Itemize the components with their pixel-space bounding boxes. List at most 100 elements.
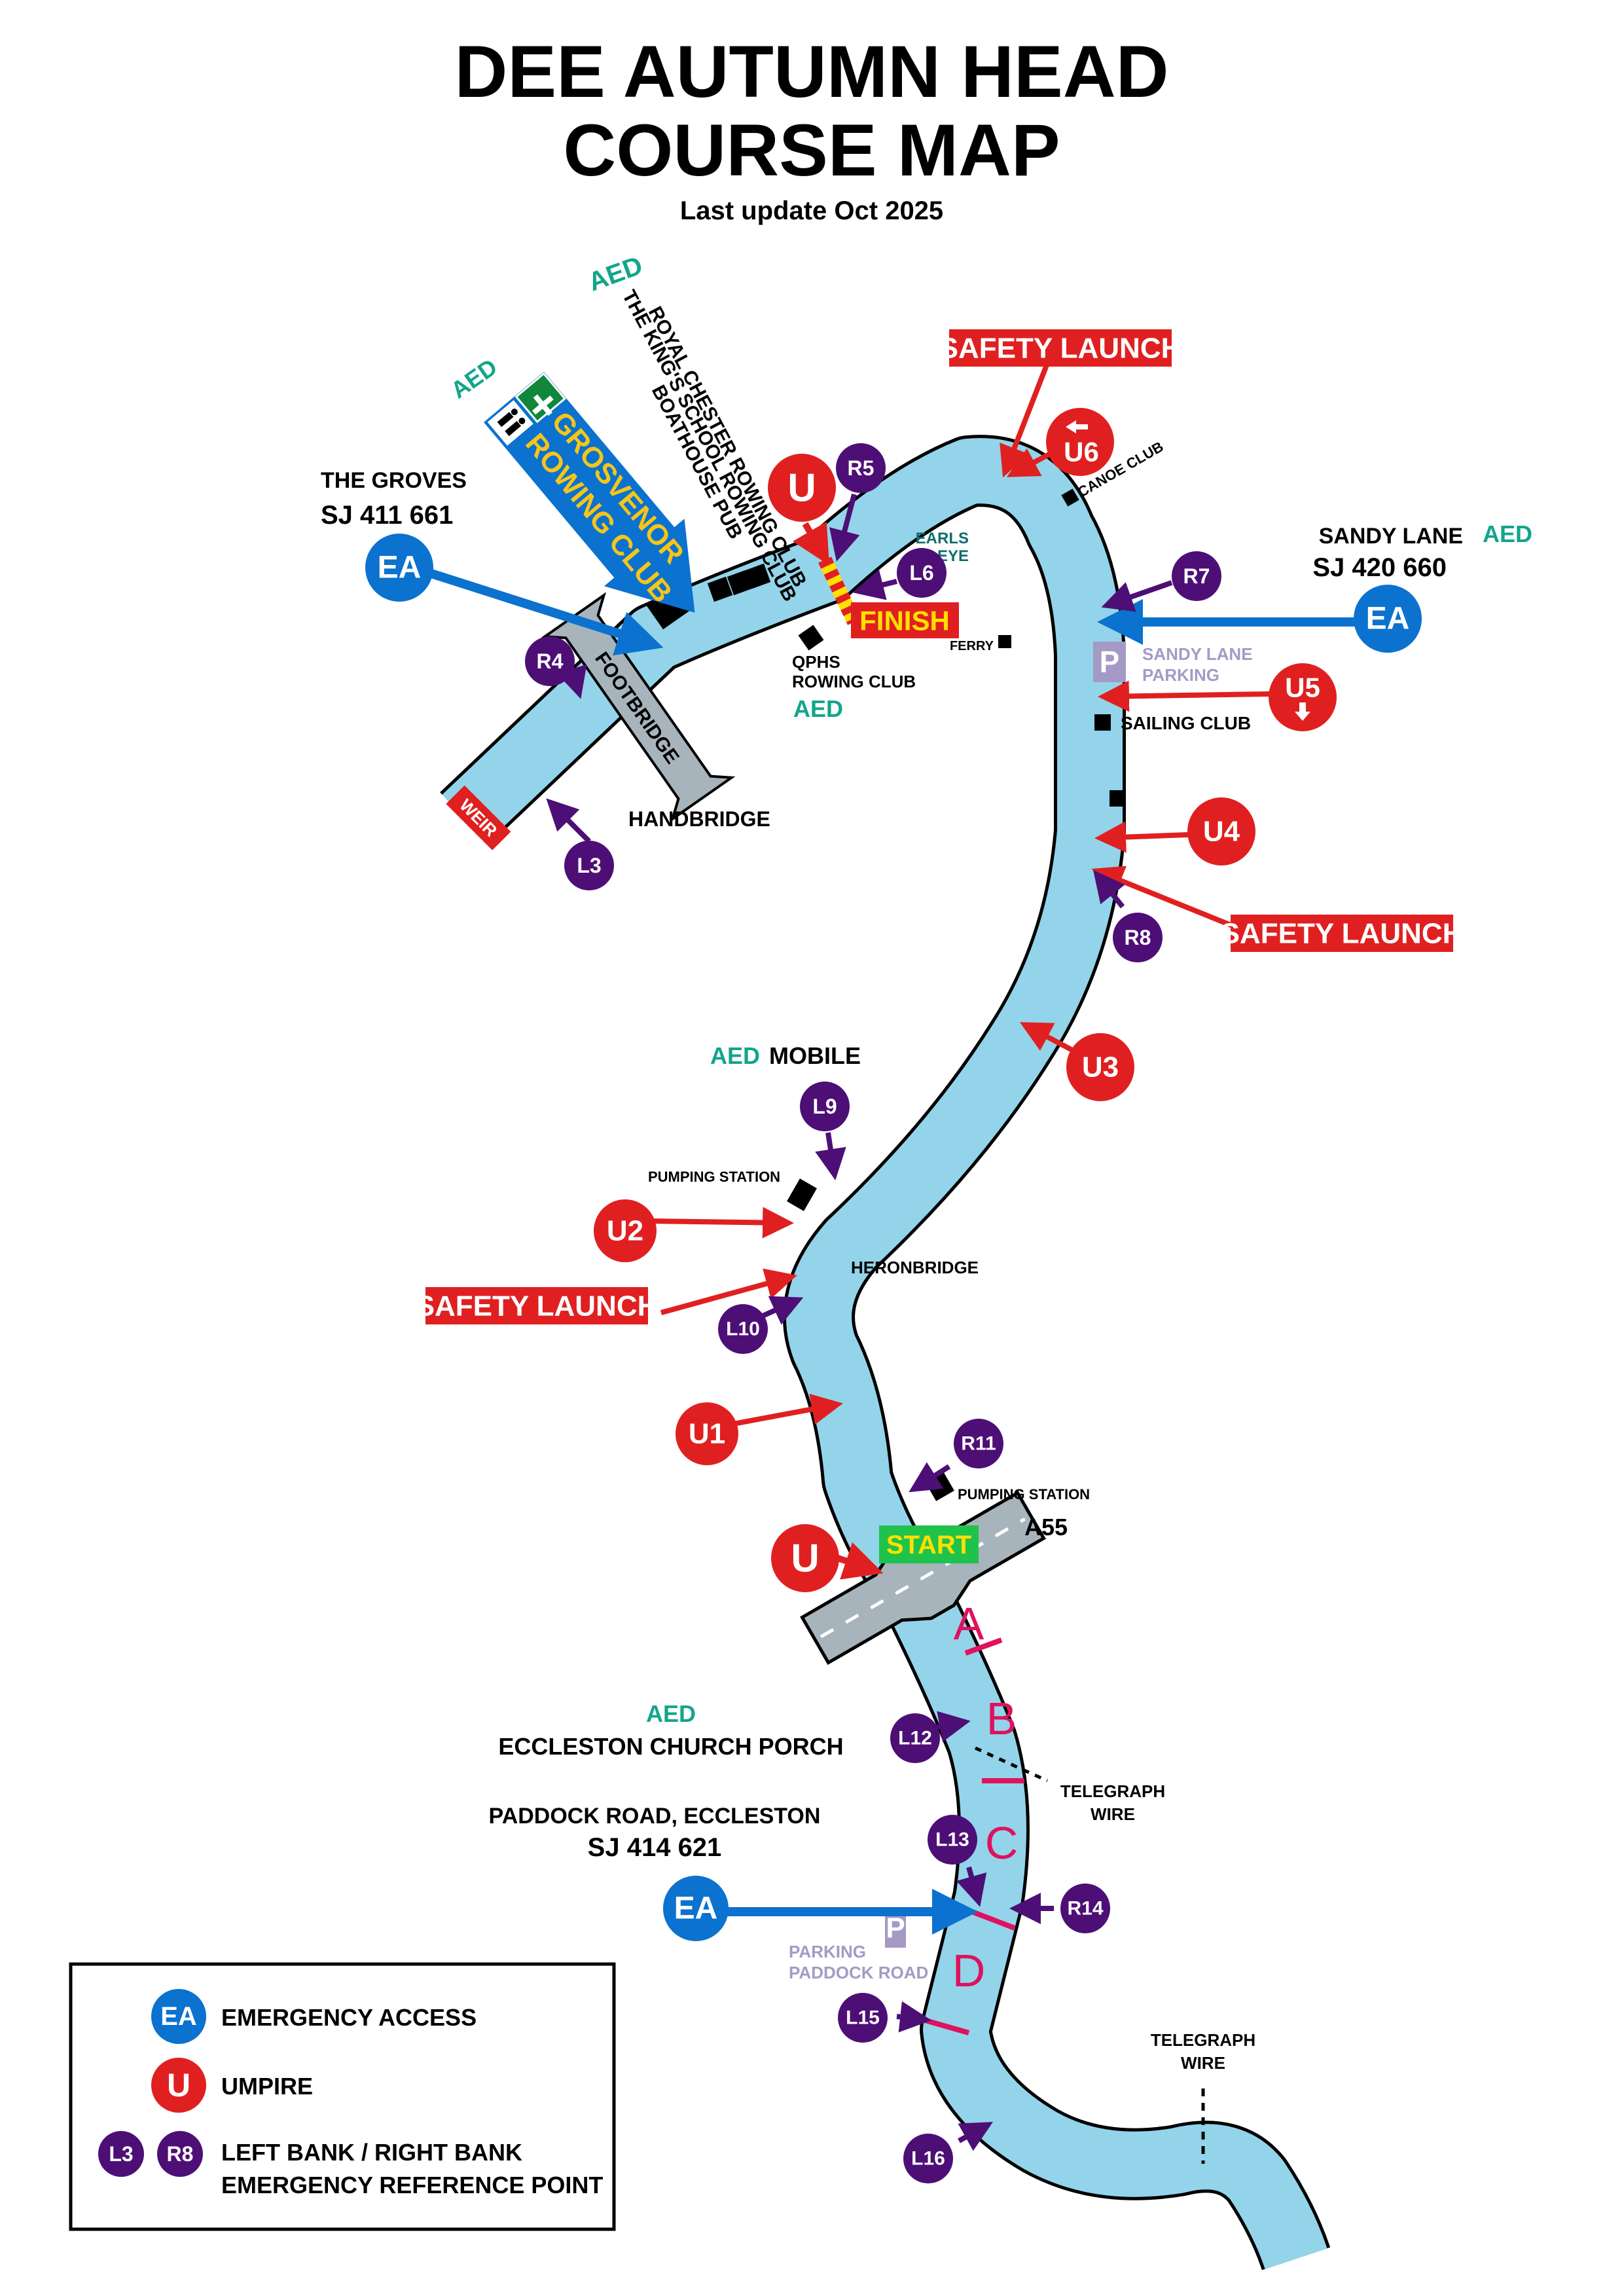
umpire-badge-finish[interactable]: U (768, 454, 836, 522)
parking-icon: P (886, 1912, 905, 1944)
ferry-building (998, 635, 1011, 648)
bank-point-l13[interactable]: L13 (928, 1815, 977, 1865)
groves-grid-ref: SJ 411 661 (321, 501, 453, 530)
eccleston-church-label: ECCLESTON CHURCH PORCH (498, 1733, 843, 1760)
bank-point-l16[interactable]: L16 (903, 2134, 953, 2183)
svg-text:SANDY LANE: SANDY LANE (1142, 644, 1253, 664)
svg-text:SAFETY LAUNCH: SAFETY LAUNCH (939, 333, 1182, 365)
svg-text:L12: L12 (898, 1728, 932, 1749)
legend-right-bank-badge: R8 (157, 2131, 203, 2177)
legend-left-bank-badge: L3 (98, 2131, 144, 2177)
club-building-2 (727, 570, 753, 596)
svg-text:EA: EA (160, 2002, 197, 2031)
start-label: START (879, 1525, 979, 1563)
umpire-badge-start[interactable]: U (771, 1524, 839, 1592)
sailing-club-label: SAILING CLUB (1121, 713, 1251, 733)
bank-point-r7[interactable]: R7 (1172, 551, 1221, 601)
ferry-label: FERRY (950, 639, 994, 653)
svg-text:L3: L3 (577, 854, 601, 877)
telegraph-wire-1-line1: TELEGRAPH (1060, 1781, 1165, 1801)
svg-text:L10: L10 (726, 1319, 760, 1340)
segment-d: D (952, 1945, 986, 1996)
bank-point-l10[interactable]: L10 (718, 1304, 768, 1354)
sandy-lane-grid-ref: SJ 420 660 (1312, 553, 1447, 582)
umpire-badge-u1[interactable]: U1 (676, 1402, 738, 1465)
segment-b: B (986, 1693, 1017, 1744)
svg-text:U2: U2 (607, 1215, 643, 1247)
eccleston-aed: AED (646, 1700, 696, 1727)
svg-text:L6: L6 (909, 561, 933, 585)
bank-point-r8[interactable]: R8 (1113, 913, 1163, 962)
telegraph-wire-1 (974, 1746, 1049, 1783)
canoe-club-building (1061, 488, 1079, 507)
bank-point-l12[interactable]: L12 (890, 1713, 940, 1763)
umpire-badge-u3[interactable]: U3 (1066, 1033, 1134, 1101)
sandy-lane-label: SANDY LANE (1319, 524, 1463, 549)
map-title-line1: DEE AUTUMN HEAD (455, 31, 1169, 113)
qphs-line1: QPHS (792, 652, 840, 672)
umpire-badge-u4[interactable]: U4 (1187, 797, 1255, 866)
ea-badge-paddock-road[interactable]: EA (663, 1876, 729, 1941)
pumping-station-1-building (787, 1178, 817, 1211)
svg-text:L16: L16 (911, 2148, 945, 2170)
a55-label: A55 (1024, 1514, 1068, 1540)
ea-badge-groves[interactable]: EA (365, 534, 433, 602)
svg-text:U5: U5 (1285, 672, 1320, 703)
umpire-badge-u5[interactable]: U5 (1269, 663, 1337, 731)
aed-mobile-aed: AED (710, 1042, 760, 1069)
svg-text:EA: EA (1366, 602, 1410, 636)
telegraph-wire-1-line2: WIRE (1091, 1804, 1135, 1824)
paddock-road-grid-ref: SJ 414 621 (588, 1833, 722, 1862)
telegraph-wire-2-line2: WIRE (1181, 2053, 1225, 2073)
club-building-1 (707, 576, 733, 602)
sandy-lane-parking: P SANDY LANE PARKING (1093, 642, 1253, 685)
legend-ea-badge: EA (151, 1989, 206, 2044)
svg-text:PARKING: PARKING (1142, 665, 1219, 685)
paddock-road-parking: P PARKING PADDOCK ROAD (789, 1908, 928, 1982)
last-update: Last update Oct 2025 (680, 196, 943, 225)
map-title-line2: COURSE MAP (563, 109, 1060, 191)
legend-bank-text-line2: EMERGENCY REFERENCE POINT (221, 2172, 603, 2198)
segment-c: C (985, 1817, 1019, 1868)
handbridge-label: HANDBRIDGE (628, 807, 770, 831)
bank-point-r4[interactable]: R4 (525, 636, 575, 686)
u4-building (1110, 790, 1126, 807)
svg-text:EA: EA (378, 551, 422, 585)
legend: EA EMERGENCY ACCESS U UMPIRE L3 R8 LEFT … (69, 1962, 616, 2231)
svg-text:U: U (167, 2067, 190, 2104)
safety-launch-left: SAFETY LAUNCH (416, 1287, 658, 1324)
safety-launch-top: SAFETY LAUNCH (939, 329, 1182, 367)
bank-point-l3[interactable]: L3 (564, 841, 614, 890)
parking-icon: P (1100, 645, 1120, 679)
umpire-badge-u2[interactable]: U2 (594, 1199, 657, 1262)
svg-text:SAFETY LAUNCH: SAFETY LAUNCH (1221, 918, 1464, 950)
bank-point-r5[interactable]: R5 (836, 443, 886, 493)
svg-text:U: U (787, 466, 816, 510)
svg-text:R8: R8 (167, 2142, 194, 2166)
svg-text:PARKING: PARKING (789, 1942, 866, 1961)
svg-text:U6: U6 (1064, 437, 1099, 467)
svg-text:U4: U4 (1203, 816, 1240, 848)
umpire-badge-u6[interactable]: U6 (1046, 408, 1114, 476)
bank-point-l15[interactable]: L15 (838, 1993, 888, 2043)
svg-text:R4: R4 (537, 649, 564, 673)
sandy-lane-aed: AED (1483, 520, 1532, 547)
ea-badge-sandy-lane[interactable]: EA (1354, 585, 1422, 653)
svg-text:EA: EA (674, 1891, 718, 1926)
legend-bank-text-line1: LEFT BANK / RIGHT BANK (221, 2139, 522, 2166)
svg-text:R8: R8 (1125, 926, 1151, 949)
bank-point-l6[interactable]: L6 (897, 548, 947, 598)
arrow-down-icon (1295, 702, 1310, 721)
bank-point-r11[interactable]: R11 (954, 1419, 1003, 1468)
bank-point-r14[interactable]: R14 (1060, 1884, 1110, 1933)
bank-point-l9[interactable]: L9 (800, 1082, 850, 1131)
svg-text:R5: R5 (848, 456, 875, 480)
aed-mobile-label: MOBILE (769, 1042, 861, 1069)
svg-text:R7: R7 (1183, 564, 1210, 588)
pumping-station-2-label: PUMPING STATION (958, 1486, 1090, 1503)
grosvenor-aed: AED (446, 353, 502, 403)
river (440, 435, 1331, 2270)
qphs-aed: AED (793, 695, 843, 722)
qphs-line2: ROWING CLUB (792, 672, 916, 691)
